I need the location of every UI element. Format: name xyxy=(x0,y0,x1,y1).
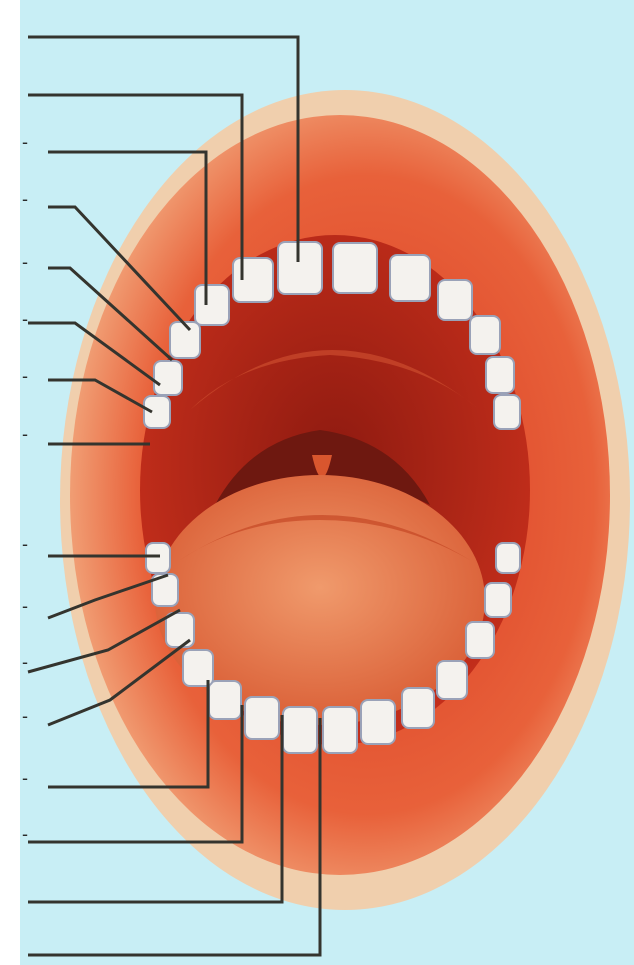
upper-tooth xyxy=(154,361,182,395)
lower-tooth xyxy=(245,697,279,739)
upper-tooth xyxy=(486,357,514,393)
upper-tooth xyxy=(470,316,500,354)
lower-tooth xyxy=(485,583,511,617)
leader-mark: - xyxy=(22,366,28,386)
leader-mark: - xyxy=(22,189,28,209)
leader-mark: - xyxy=(22,768,28,788)
lower-tooth xyxy=(496,543,520,573)
leader-mark: - xyxy=(22,132,28,152)
leader-mark: - xyxy=(22,309,28,329)
leader-mark: - xyxy=(22,534,28,554)
leader-mark: - xyxy=(22,424,28,444)
upper-tooth xyxy=(195,285,229,325)
upper-tooth xyxy=(278,242,322,294)
lower-tooth xyxy=(209,681,241,719)
upper-tooth xyxy=(233,258,273,302)
upper-tooth xyxy=(144,396,170,428)
leader-mark: - xyxy=(22,824,28,844)
lower-tooth xyxy=(437,661,467,699)
lower-tooth xyxy=(361,700,395,744)
upper-tooth xyxy=(438,280,472,320)
lower-tooth xyxy=(323,707,357,753)
tongue xyxy=(155,475,485,725)
leader-mark: - xyxy=(22,652,28,672)
upper-tooth xyxy=(390,255,430,301)
leader-mark: - xyxy=(22,596,28,616)
upper-tooth xyxy=(170,322,200,358)
lower-tooth xyxy=(146,543,170,573)
leader-mark: - xyxy=(22,706,28,726)
lower-tooth xyxy=(466,622,494,658)
upper-tooth xyxy=(333,243,377,293)
upper-tooth xyxy=(494,395,520,429)
lower-tooth xyxy=(402,688,434,728)
leader-mark: - xyxy=(22,252,28,272)
lower-tooth xyxy=(283,707,317,753)
